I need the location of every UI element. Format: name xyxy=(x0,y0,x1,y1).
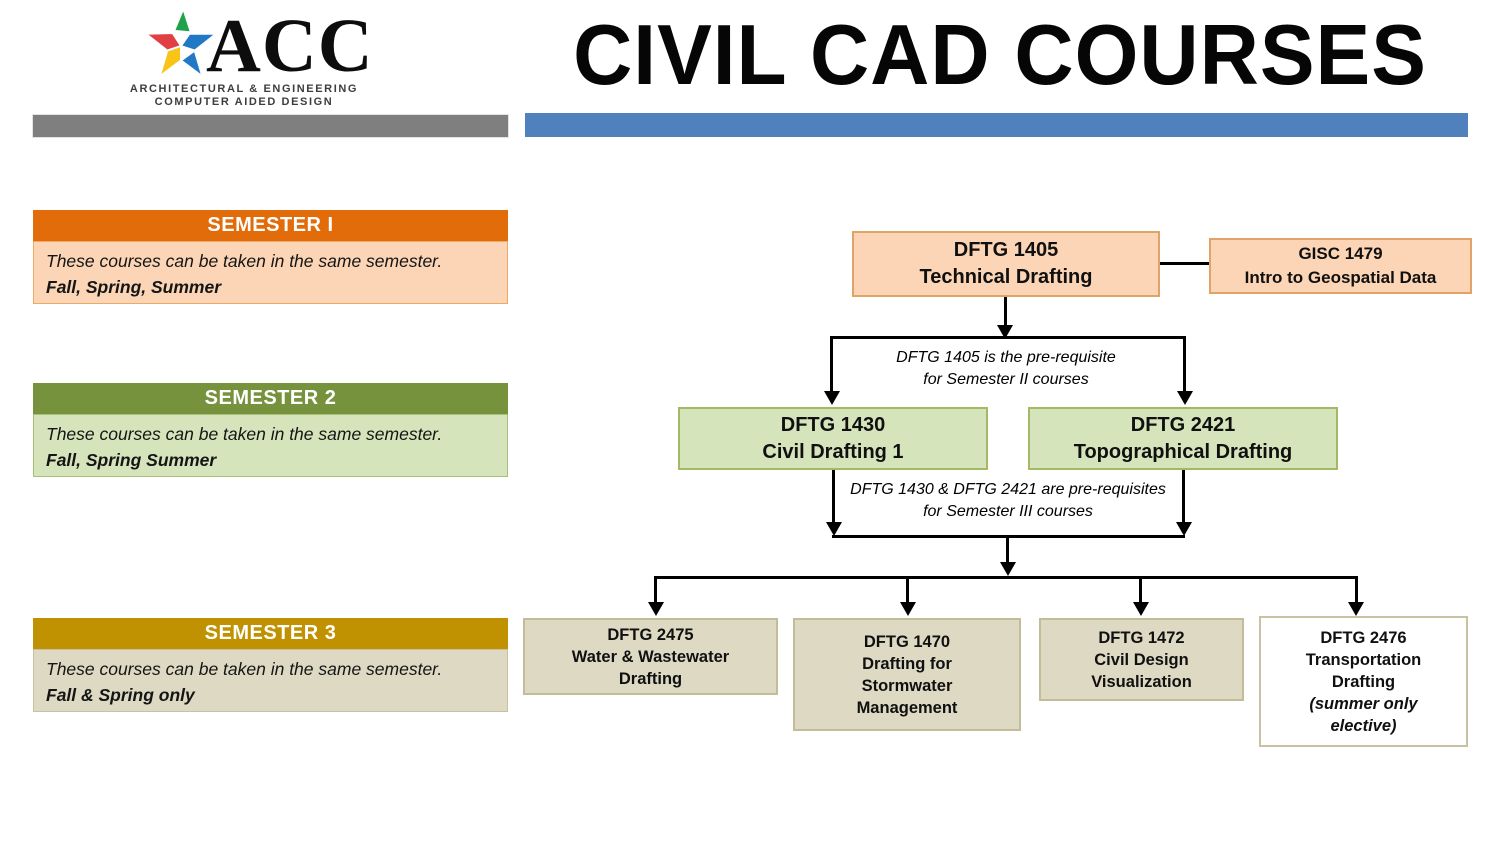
semester-1-note: These courses can be taken in the same s… xyxy=(46,251,443,271)
prereq-note-semester2: DFTG 1405 is the pre-requisite for Semes… xyxy=(896,349,1116,388)
course-code: GISC 1479 xyxy=(1298,244,1383,263)
arrowhead-down-icon xyxy=(1177,391,1193,405)
arrowhead-down-icon xyxy=(824,391,840,405)
course-code: DFTG 2476 xyxy=(1320,628,1407,647)
course-name: Civil Drafting 1 xyxy=(762,440,904,463)
arrowhead-down-icon xyxy=(648,602,664,616)
semester-3-header: SEMESTER 3 xyxy=(33,618,508,649)
logo-subtitle-line1: ARCHITECTURAL & ENGINEERING xyxy=(129,83,359,95)
semester-3-terms: Fall & Spring only xyxy=(46,685,195,705)
logo-subtitle-line2: COMPUTER AIDED DESIGN xyxy=(154,96,334,108)
semester-2-header: SEMESTER 2 xyxy=(33,383,508,414)
course-code: DFTG 2475 xyxy=(607,625,694,644)
center-drop-line xyxy=(1006,535,1009,564)
course-code: DFTG 1430 xyxy=(780,413,886,436)
course-box-dftg-1430: DFTG 1430 Civil Drafting 1 xyxy=(678,407,988,470)
course-box-dftg-2421: DFTG 2421 Topographical Drafting xyxy=(1028,407,1338,470)
course-name: Water & Wastewater Drafting xyxy=(571,647,730,688)
semester-2-terms: Fall, Spring Summer xyxy=(46,450,217,470)
bracket-sem2-top xyxy=(830,336,1186,339)
arrowhead-down-icon xyxy=(826,522,842,536)
semester-2-panel: SEMESTER 2 These courses can be taken in… xyxy=(33,383,508,477)
prereq-note-semester3: DFTG 1430 & DFTG 2421 are pre-requisites… xyxy=(850,481,1166,520)
connector-1405-gisc xyxy=(1160,262,1209,265)
semester-2-note: These courses can be taken in the same s… xyxy=(46,424,443,444)
drop-dftg-2475 xyxy=(654,576,657,603)
semester-3-note: These courses can be taken in the same s… xyxy=(46,659,443,679)
semester-3-body: These courses can be taken in the same s… xyxy=(33,649,508,712)
drop-dftg-1470 xyxy=(906,576,909,603)
semester-1-body: These courses can be taken in the same s… xyxy=(33,241,508,304)
bracket-sem2-left-drop xyxy=(830,336,833,392)
merge-sem3-left-drop xyxy=(832,470,835,523)
course-box-gisc-1479: GISC 1479 Intro to Geospatial Data xyxy=(1209,238,1472,294)
course-box-dftg-1472: DFTG 1472 Civil Design Visualization xyxy=(1039,618,1244,701)
arrowhead-down-icon xyxy=(1133,602,1149,616)
semester-1-terms: Fall, Spring, Summer xyxy=(46,277,222,297)
arrowhead-down-icon xyxy=(997,325,1013,339)
semester-1-header: SEMESTER I xyxy=(33,210,508,241)
arrowhead-down-icon xyxy=(1348,602,1364,616)
semester-1-panel: SEMESTER I These courses can be taken in… xyxy=(33,210,508,304)
arrowhead-down-icon xyxy=(1176,522,1192,536)
course-box-dftg-1470: DFTG 1470 Drafting for Stormwater Manage… xyxy=(793,618,1021,731)
course-code: DFTG 1470 xyxy=(863,632,951,651)
blue-accent-bar xyxy=(525,113,1468,137)
acc-logo-text: ACC xyxy=(206,4,374,88)
semester-2-body: These courses can be taken in the same s… xyxy=(33,414,508,477)
arrowhead-down-icon xyxy=(1000,562,1016,576)
course-name: Drafting for Stormwater Management xyxy=(856,654,958,717)
connector-1405-down xyxy=(1004,297,1007,327)
merge-sem3-right-drop xyxy=(1182,470,1185,523)
course-name: Civil Design Visualization xyxy=(1091,650,1192,691)
semester-3-panel: SEMESTER 3 These courses can be taken in… xyxy=(33,618,508,712)
course-elective-note: (summer only elective) xyxy=(1309,694,1418,735)
drop-dftg-1472 xyxy=(1139,576,1142,603)
course-name: Technical Drafting xyxy=(919,266,1093,288)
course-name: Transportation Drafting xyxy=(1305,650,1422,691)
course-name: Topographical Drafting xyxy=(1073,440,1293,463)
course-code: DFTG 1472 xyxy=(1098,628,1185,647)
arrowhead-down-icon xyxy=(900,602,916,616)
course-name: Intro to Geospatial Data xyxy=(1244,268,1437,287)
drop-dftg-2476 xyxy=(1355,576,1358,603)
course-box-dftg-1405: DFTG 1405 Technical Drafting xyxy=(852,231,1160,297)
page-title: CIVIL CAD COURSES xyxy=(573,8,1427,103)
bracket-sem2-right-drop xyxy=(1183,336,1186,392)
course-box-dftg-2475: DFTG 2475 Water & Wastewater Drafting xyxy=(523,618,778,695)
course-code: DFTG 1405 xyxy=(953,239,1059,261)
course-box-dftg-2476: DFTG 2476 Transportation Drafting (summe… xyxy=(1259,616,1468,747)
course-code: DFTG 2421 xyxy=(1130,413,1236,436)
gray-accent-bar xyxy=(32,114,509,138)
acc-star-logo-icon xyxy=(143,6,219,79)
distribution-bar-sem3 xyxy=(655,576,1358,579)
